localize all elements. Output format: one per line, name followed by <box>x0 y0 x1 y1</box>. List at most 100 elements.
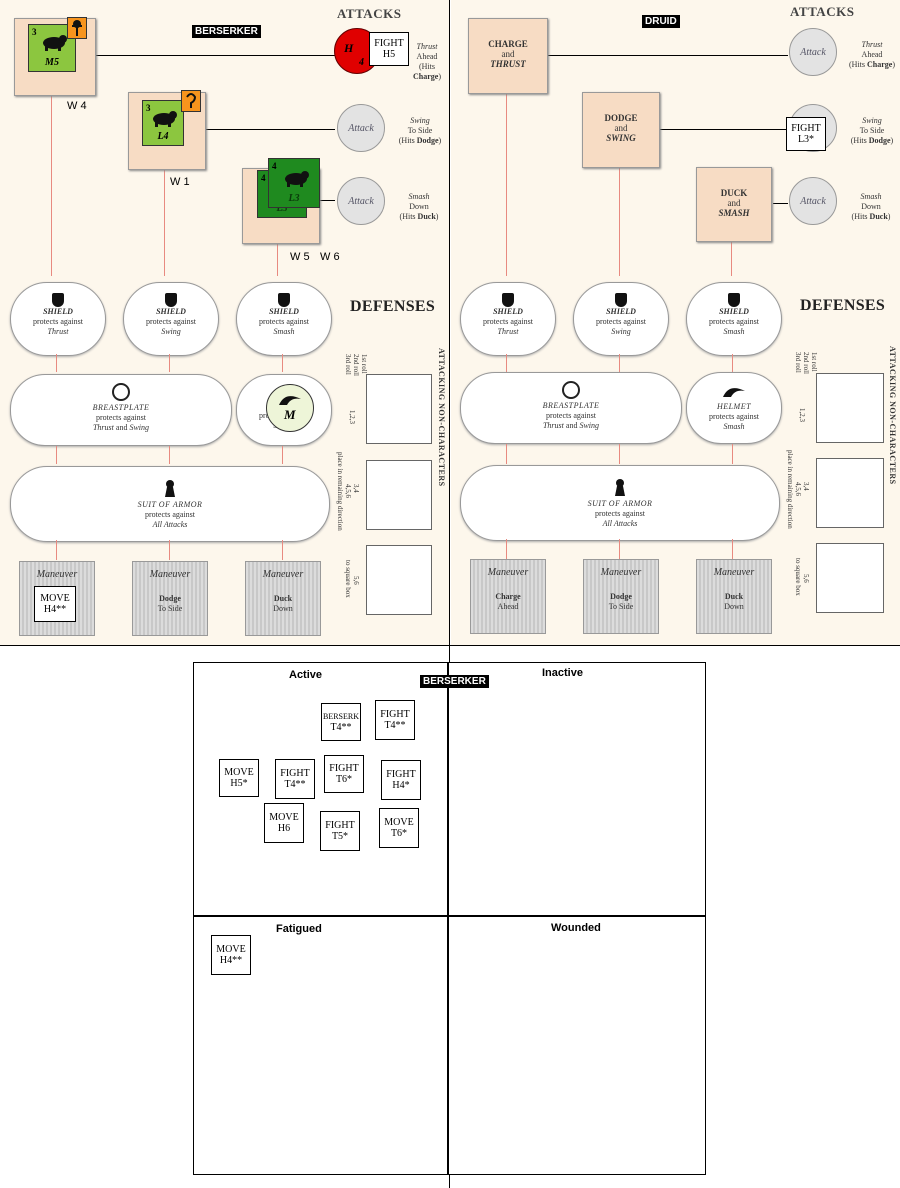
breastplate[interactable]: BREASTPLATE protects against Thrust and … <box>460 372 682 444</box>
shield-icon <box>52 293 64 307</box>
suit-of-armor[interactable]: SUIT OF ARMOR protects against All Attac… <box>10 466 330 542</box>
side-text: 3,4 <box>802 482 810 491</box>
attack-arrow <box>660 129 788 130</box>
shield-icon <box>165 293 177 307</box>
arrow-line <box>731 242 732 276</box>
arrow-line <box>506 94 507 276</box>
active-header: Active <box>289 669 323 681</box>
arrow-line <box>282 354 283 372</box>
side-title: ATTACKING NON-CHARACTERS <box>437 348 446 487</box>
berserk-chit[interactable]: BERSERK T4** <box>321 703 361 741</box>
character-name-badge: BERSERKER <box>192 25 261 38</box>
non-character-box-1[interactable] <box>816 373 884 443</box>
non-character-box-3[interactable] <box>816 543 884 613</box>
move-chit[interactable]: MOVE H4** <box>211 935 251 975</box>
arrow-line <box>282 540 283 560</box>
chit-panel-divider <box>193 915 705 917</box>
arrow-line <box>56 354 57 372</box>
move-chit[interactable]: MOVE H4** <box>34 586 76 622</box>
side-text: 2nd roll <box>802 352 810 374</box>
helmet-counter[interactable]: M <box>266 384 314 432</box>
side-title: ATTACKING NON-CHARACTERS <box>888 346 897 485</box>
attack-circle-smash[interactable]: Attack <box>789 177 837 225</box>
fight-chit[interactable]: FIGHT T4** <box>275 759 315 799</box>
non-character-box-2[interactable] <box>366 460 432 530</box>
beast-icon <box>285 171 309 187</box>
fatigued-header: Fatigued <box>276 923 322 935</box>
side-text: 1st roll <box>360 354 368 374</box>
side-text: 1,2,3 <box>798 408 806 422</box>
shield-thrust[interactable]: SHIELD protects against Thrust <box>460 282 556 356</box>
shield-swing[interactable]: SHIELD protects against Swing <box>573 282 669 356</box>
character-name-badge: BERSERKER <box>420 675 489 688</box>
shield-thrust[interactable]: SHIELD protects against Thrust <box>10 282 106 356</box>
shield-icon <box>502 293 514 307</box>
arrow-line <box>506 354 507 372</box>
suit-of-armor[interactable]: SUIT OF ARMOR protects against All Attac… <box>460 465 780 541</box>
fight-chit[interactable]: FIGHT L3* <box>786 117 826 151</box>
non-character-box-3[interactable] <box>366 545 432 615</box>
helmet[interactable]: HELMET protects against Smash <box>686 372 782 444</box>
side-text: 4,5,6 <box>794 482 802 496</box>
side-text: 1,2,3 <box>348 410 356 424</box>
shield-smash[interactable]: SHIELD protects against Smash <box>236 282 332 356</box>
shield-icon <box>615 293 627 307</box>
side-text: 5,6 <box>802 574 810 583</box>
maneuver-duck[interactable]: Maneuver Duck Down <box>245 561 321 636</box>
arrow-line <box>619 539 620 559</box>
maneuver-charge[interactable]: Maneuver Charge Ahead <box>470 559 546 634</box>
side-text: 3,4 <box>352 484 360 493</box>
side-text: to square box <box>344 560 352 598</box>
wound-label: W 4 <box>67 100 87 112</box>
side-text: 3rd roll <box>344 354 352 375</box>
attack-circle-thrust[interactable]: Attack <box>789 28 837 76</box>
weapon-icon <box>67 17 87 39</box>
side-text: place in remaining direction <box>786 450 794 529</box>
maneuver-dodge[interactable]: Maneuver Dodge To Side <box>132 561 208 636</box>
side-text: 3rd roll <box>794 352 802 373</box>
fight-chit[interactable]: FIGHT H5 <box>369 32 409 66</box>
fight-chit[interactable]: FIGHT T4** <box>375 700 415 740</box>
breastplate[interactable]: BREASTPLATE protects against Thrust and … <box>10 374 232 446</box>
shield-icon <box>728 293 740 307</box>
chit-panel <box>193 662 706 1175</box>
monster-counter[interactable]: 4 L3 <box>268 158 320 208</box>
move-chit[interactable]: MOVE H5* <box>219 759 259 797</box>
arrow-line <box>164 170 165 276</box>
side-text: 2nd roll <box>352 354 360 376</box>
wound-label: W 5 <box>290 251 310 263</box>
attack-box-charge[interactable]: CHARGE and THRUST <box>468 18 548 94</box>
move-chit[interactable]: MOVE T6* <box>379 808 419 848</box>
attacks-header: ATTACKS <box>337 6 402 21</box>
helmet-icon <box>279 396 301 405</box>
maneuver-dodge[interactable]: Maneuver Dodge To Side <box>583 559 659 634</box>
defenses-header: DEFENSES <box>800 297 886 314</box>
arrow-line <box>169 540 170 560</box>
shield-swing[interactable]: SHIELD protects against Swing <box>123 282 219 356</box>
side-text: place in remaining direction <box>336 452 344 531</box>
attack-box-dodge[interactable]: DODGE and SWING <box>582 92 660 168</box>
non-character-box-2[interactable] <box>816 458 884 528</box>
beast-icon <box>43 35 67 51</box>
arrow-line <box>506 539 507 559</box>
attack-circle-smash[interactable]: Attack <box>337 177 385 225</box>
monster-counter[interactable]: 3 L4 <box>142 100 184 146</box>
attacks-header: ATTACKS <box>790 4 855 19</box>
maneuver-duck[interactable]: Maneuver Duck Down <box>696 559 772 634</box>
attack-arrow <box>320 200 335 201</box>
shield-smash[interactable]: SHIELD protects against Smash <box>686 282 782 356</box>
board-divider <box>0 645 900 646</box>
attack-box-duck[interactable]: DUCK and SMASH <box>696 167 772 242</box>
arrow-line <box>732 444 733 464</box>
non-character-box-1[interactable] <box>366 374 432 444</box>
fight-chit[interactable]: FIGHT T6* <box>324 755 364 793</box>
fight-chit[interactable]: FIGHT H4* <box>381 760 421 800</box>
fight-chit[interactable]: FIGHT T5* <box>320 811 360 851</box>
attack-circle-swing[interactable]: Attack <box>337 104 385 152</box>
move-chit[interactable]: MOVE H6 <box>264 803 304 843</box>
breastplate-icon <box>562 381 580 399</box>
